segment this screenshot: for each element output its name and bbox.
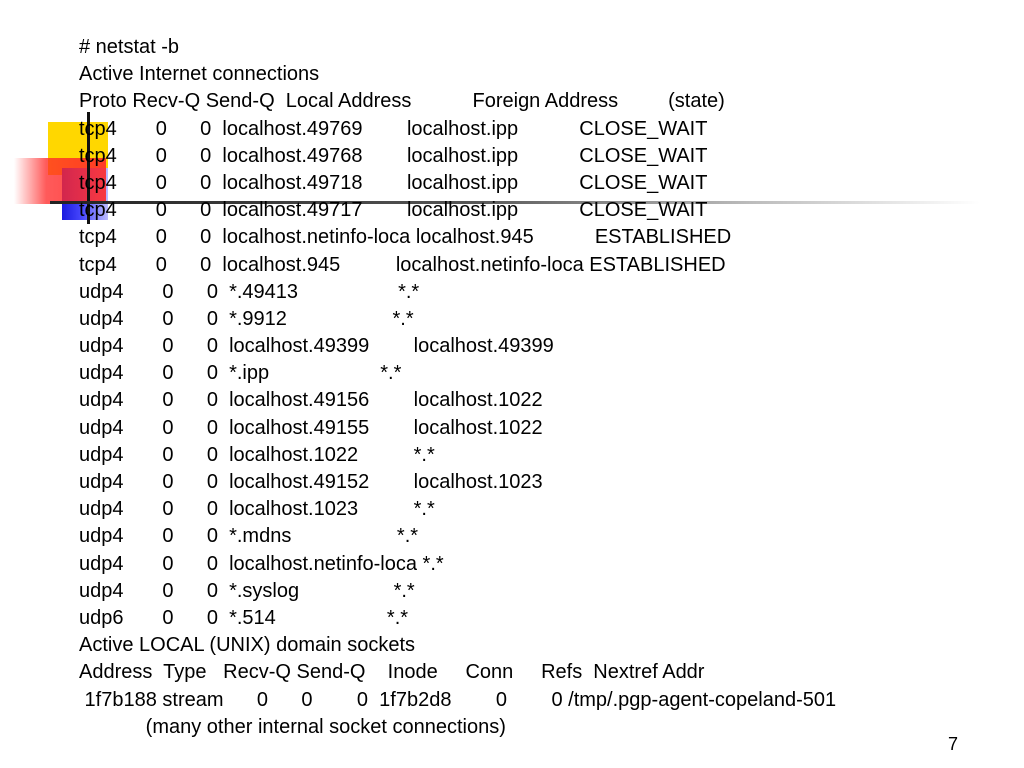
text-line: Active Internet connections (79, 63, 320, 86)
text-line: tcp4 0 0 localhost.49717 localhost.ipp C… (79, 199, 708, 222)
text-line: # netstat -b (79, 36, 180, 58)
text-line: udp4 0 0 *.49413 *.* (79, 280, 420, 303)
text-line: udp4 0 0 *.mdns *.* (79, 525, 419, 548)
page-number: 7 (948, 734, 959, 754)
text-line: udp4 0 0 *.ipp *.* (79, 362, 402, 385)
text-line: Address Type Recv-Q Send-Q Inode Conn Re… (79, 661, 705, 684)
text-line: udp4 0 0 localhost.49399 localhost.49399 (79, 335, 554, 358)
text-line: udp4 0 0 localhost.49155 localhost.1022 (79, 416, 543, 439)
text-line: tcp4 0 0 localhost.49769 localhost.ipp C… (79, 117, 708, 140)
netstat-output: # netstat -b Active Internet connections… (79, 34, 836, 741)
text-line: tcp4 0 0 localhost.945 localhost.netinfo… (79, 253, 726, 276)
decorative-red-square (14, 158, 106, 204)
decorative-horizontal-line (50, 201, 980, 204)
text-line: 1f7b188 stream 0 0 0 1f7b2d8 0 0 /tmp/.p… (79, 688, 837, 711)
text-line: Active LOCAL (UNIX) domain sockets (79, 634, 416, 657)
text-line: udp4 0 0 *.9912 *.* (79, 307, 414, 330)
text-line: Proto Recv-Q Send-Q Local Address Foreig… (79, 90, 725, 113)
text-line: udp4 0 0 localhost.49156 localhost.1022 (79, 389, 543, 412)
text-line: (many other internal socket connections) (79, 715, 506, 738)
text-line: tcp4 0 0 localhost.netinfo-loca localhos… (79, 226, 732, 249)
text-line: udp4 0 0 localhost.49152 localhost.1023 (79, 471, 543, 493)
decorative-vertical-line (87, 112, 90, 224)
text-line: udp4 0 0 localhost.1022 *.* (79, 443, 435, 466)
text-line: udp4 0 0 *.syslog *.* (79, 579, 415, 602)
text-line: tcp4 0 0 localhost.49768 localhost.ipp C… (79, 144, 708, 167)
text-line: tcp4 0 0 localhost.49718 localhost.ipp C… (79, 171, 708, 194)
text-line: udp4 0 0 localhost.1023 *.* (79, 498, 435, 521)
text-line: udp4 0 0 localhost.netinfo-loca *.* (79, 552, 444, 575)
text-line: udp6 0 0 *.514 *.* (79, 606, 409, 629)
